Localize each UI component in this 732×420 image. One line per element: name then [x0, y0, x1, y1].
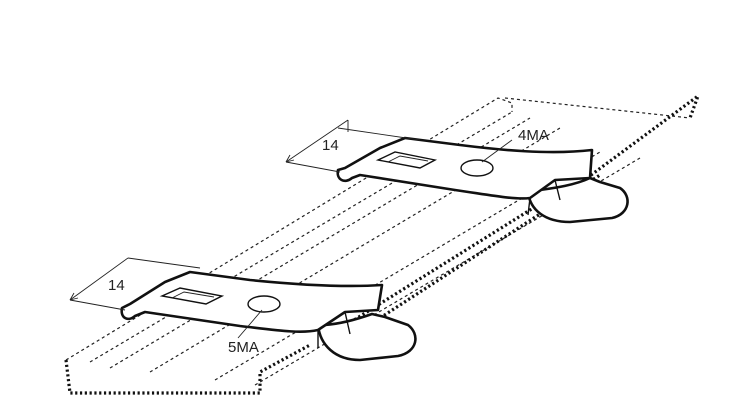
dimension-bottom-label: 14	[108, 277, 125, 294]
dimension-top-ext-1	[337, 120, 421, 141]
dimension-top-label: 14	[322, 137, 339, 154]
dimension-bottom-ext-1	[127, 257, 201, 269]
clip-top-fold	[527, 179, 561, 216]
dimension-bottom	[69, 257, 201, 311]
clip-bottom-slot	[159, 287, 225, 305]
dimension-bottom-ext-2	[69, 299, 126, 311]
leader-4ma	[481, 139, 513, 163]
dimension-bottom-line	[69, 257, 129, 301]
dimension-bottom-arrow	[69, 292, 79, 301]
clip-top-hole	[460, 159, 494, 177]
part-label-4ma: 4MA	[518, 127, 549, 144]
clip-top	[336, 136, 629, 224]
clip-top-spring-tab	[526, 176, 629, 224]
clip-bottom-hole	[247, 295, 281, 313]
part-label-5ma: 5MA	[228, 339, 259, 356]
rail-front-profile	[64, 343, 311, 395]
dimension-top-line	[285, 119, 349, 163]
dimension-top-ext-2	[285, 161, 341, 173]
rail-front-lip	[379, 173, 601, 320]
clip-bottom-fold	[317, 311, 351, 348]
clip-top-slot	[375, 151, 438, 169]
dimension-top	[285, 119, 421, 173]
clip-bottom-spring-tab	[316, 312, 417, 362]
clip-top-plate-edge	[379, 137, 593, 153]
clip-top-slot-inner	[387, 155, 429, 163]
clip-bottom-slot-inner	[171, 291, 215, 299]
rail-back-edge	[504, 97, 691, 119]
rail-rear-flange	[65, 97, 513, 361]
rail-front-top-edge	[329, 203, 539, 337]
clip-bottom-plate-edge	[164, 271, 383, 287]
clip-bottom	[120, 270, 417, 362]
rail-front-edge-far	[559, 91, 702, 200]
dimension-top-arrow	[285, 154, 295, 163]
leader-5ma	[237, 309, 263, 339]
